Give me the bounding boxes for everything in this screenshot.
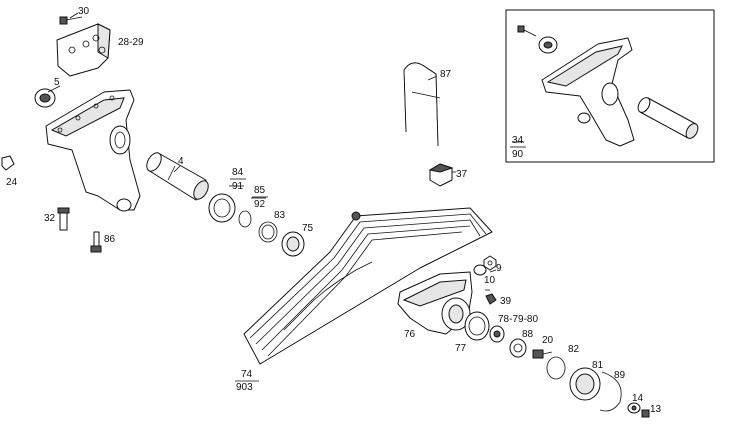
leader-lines [47,12,524,382]
label-37: 37 [456,169,468,180]
label-34: 34 [512,135,524,146]
label-83: 83 [274,210,286,221]
label-82: 82 [568,344,580,355]
bush-88 [509,338,527,358]
bolt-20 [532,349,553,359]
label-10: 10 [484,275,496,286]
washer-14 [627,402,641,414]
label-76: 76 [404,329,416,340]
inset-pin [637,97,699,139]
label-77: 77 [455,343,467,354]
u-bolt-87 [403,62,441,147]
label-91: 91 [232,181,244,192]
hub-bracket-76 [397,271,473,335]
label-87: 87 [440,69,452,80]
bolt-30 [59,16,83,25]
label-90: 90 [512,149,524,160]
bracket-28-29 [56,23,111,77]
ring-set-78-79-80 [489,325,505,343]
bolt-32 [57,207,70,231]
washer-10 [473,264,487,276]
clip-89 [599,371,622,412]
label-81: 81 [592,360,604,371]
label-20: 20 [542,335,554,346]
screw-39 [485,293,497,305]
inset-frame [505,9,715,163]
callout-labels: 30 28-29 5 24 4 84 91 85 92 83 75 32 86 … [6,6,662,415]
seal-75 [281,231,305,257]
bolt-13 [641,409,650,418]
label-24: 24 [6,177,18,188]
label-92: 92 [254,199,266,210]
bush-84-91 [208,193,236,223]
label-28-29: 28-29 [118,37,144,48]
label-84: 84 [232,167,244,178]
bolt-86 [90,231,102,253]
label-32: 32 [44,213,56,224]
hanger-bracket-left [45,89,141,212]
label-30: 30 [78,6,90,17]
label-86: 86 [104,234,116,245]
label-39: 39 [500,296,512,307]
seal-77 [464,311,490,341]
plug-24 [1,155,15,171]
label-85: 85 [254,185,266,196]
o-ring-82 [546,356,566,380]
label-88: 88 [522,329,534,340]
label-4: 4 [178,156,184,167]
inset-bolt [517,25,537,37]
seal-ring-5 [34,88,56,108]
pin-4 [146,152,209,201]
label-903: 903 [236,382,253,393]
inset-washer [538,36,558,54]
seal-85-92 [238,210,252,228]
label-89: 89 [614,370,626,381]
label-14: 14 [632,393,644,404]
label-9: 9 [496,263,502,274]
label-78-79-80: 78-79-80 [498,314,538,325]
label-74: 74 [241,369,253,380]
cap-81 [569,367,601,401]
label-5: 5 [54,77,60,88]
label-13: 13 [650,404,662,415]
inset-hanger-bracket [541,37,635,147]
label-75: 75 [302,223,314,234]
leaf-spring-74-903 [243,207,493,365]
ring-83 [258,221,278,243]
nut-37 [428,163,454,187]
